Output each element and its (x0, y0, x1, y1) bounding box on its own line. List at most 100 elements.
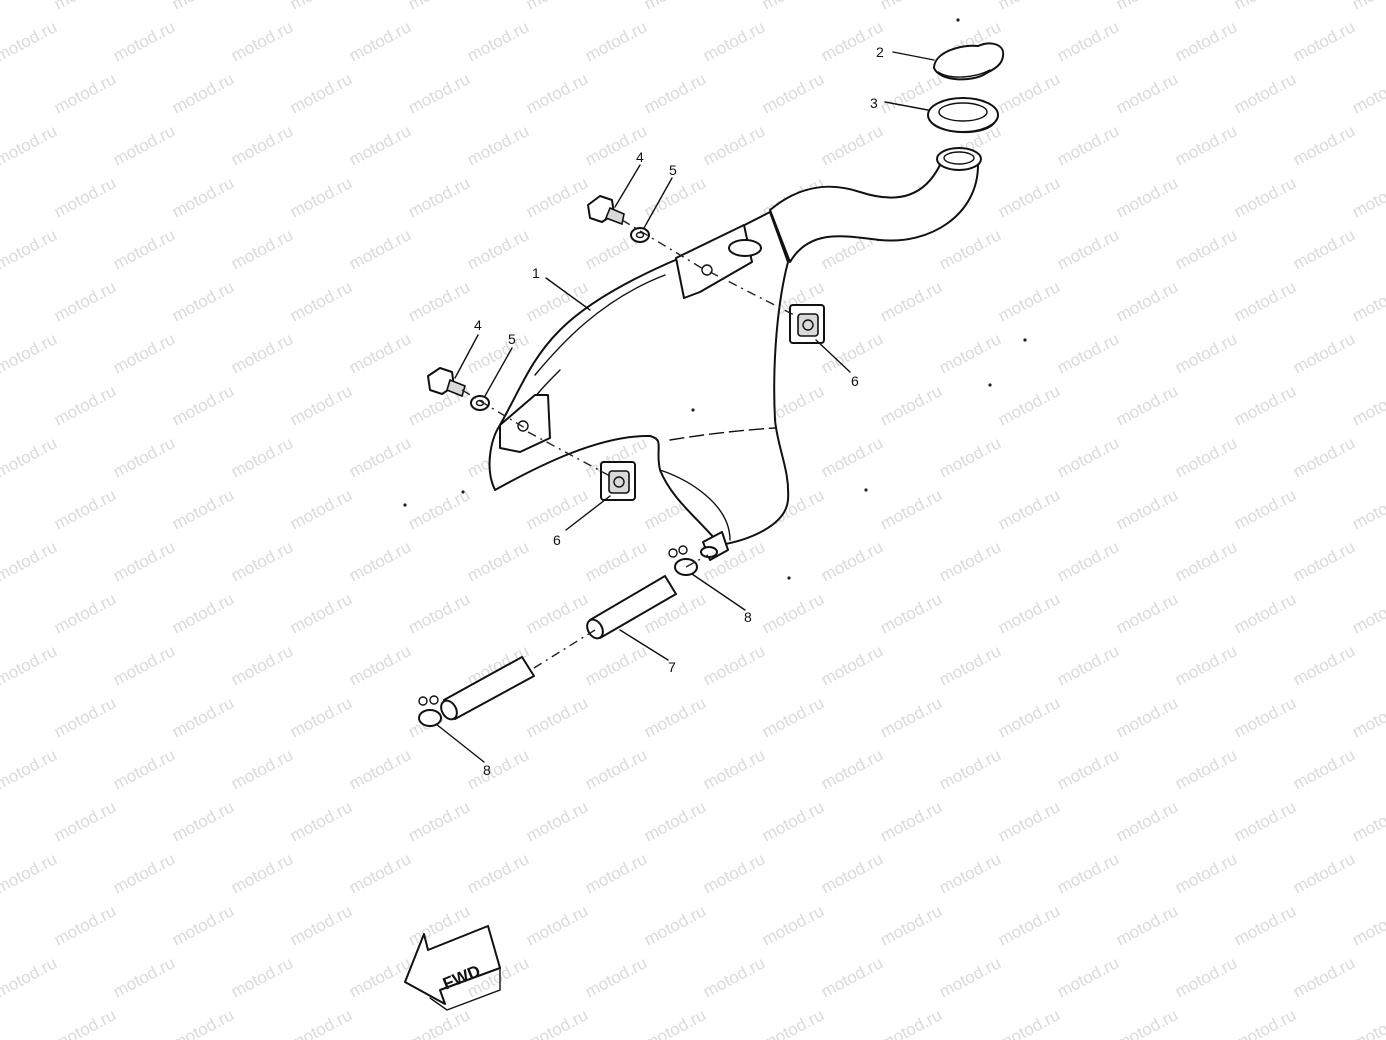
watermark-text: motod.ru (582, 745, 650, 793)
watermark-text: motod.ru (1054, 641, 1122, 689)
watermark-text: motod.ru (228, 225, 296, 273)
watermark-text: motod.ru (0, 1005, 1, 1040)
watermark-text: motod.ru (0, 173, 1, 221)
watermark-text: motod.ru (877, 797, 945, 845)
watermark-text: motod.ru (228, 329, 296, 377)
watermark-text: motod.ru (0, 329, 60, 377)
watermark-text: motod.ru (1054, 225, 1122, 273)
watermark-text: motod.ru (228, 537, 296, 585)
watermark-text: motod.ru (1054, 433, 1122, 481)
watermark-text: motod.ru (51, 589, 119, 637)
watermark-text: motod.ru (0, 485, 1, 533)
watermark-text: motod.ru (51, 1005, 119, 1040)
watermark-text: motod.ru (1172, 537, 1240, 585)
watermark-text: motod.ru (1349, 485, 1386, 533)
watermark-text: motod.ru (405, 0, 473, 14)
watermark-text: motod.ru (0, 225, 60, 273)
watermark-text: motod.ru (169, 0, 237, 14)
watermark-text: motod.ru (1290, 849, 1358, 897)
watermark-text: motod.ru (1113, 0, 1181, 14)
callout-2: 2 (876, 44, 884, 60)
watermark-text: motod.ru (759, 69, 827, 117)
watermark-text: motod.ru (228, 641, 296, 689)
watermark-text: motod.ru (877, 485, 945, 533)
watermark-text: motod.ru (936, 537, 1004, 585)
watermark-text: motod.ru (51, 901, 119, 949)
forward-arrow: FWD (404, 925, 501, 1011)
watermark-text: motod.ru (169, 901, 237, 949)
watermark-text: motod.ru (1349, 69, 1386, 117)
watermark-text: motod.ru (1349, 901, 1386, 949)
watermark-text: motod.ru (700, 17, 768, 65)
watermark-text: motod.ru (995, 1005, 1063, 1040)
watermark-text: motod.ru (169, 69, 237, 117)
watermark-text: motod.ru (405, 589, 473, 637)
reference-dots (403, 18, 1027, 580)
hose-upper (586, 575, 677, 640)
watermark-text: motod.ru (759, 0, 827, 14)
watermark-text: motod.ru (936, 953, 1004, 1001)
watermark-text: motod.ru (1172, 849, 1240, 897)
watermark-text: motod.ru (936, 849, 1004, 897)
watermark-text: motod.ru (346, 745, 414, 793)
callout-6-upper: 6 (851, 373, 859, 389)
watermark-text: motod.ru (1113, 381, 1181, 429)
watermark-text: motod.ru (110, 641, 178, 689)
watermark-text: motod.ru (464, 849, 532, 897)
watermark-text: motod.ru (818, 953, 886, 1001)
watermark-text: motod.ru (1054, 953, 1122, 1001)
watermark-text: motod.ru (346, 433, 414, 481)
watermark-text: motod.ru (523, 589, 591, 637)
watermark-text: motod.ru (582, 849, 650, 897)
callout-8-upper: 8 (744, 609, 752, 625)
watermark-text: motod.ru (877, 901, 945, 949)
watermark-text: motod.ru (169, 589, 237, 637)
watermark-text: motod.ru (523, 173, 591, 221)
watermark-text: motod.ru (700, 641, 768, 689)
watermark-text: motod.ru (169, 485, 237, 533)
watermark-text: motod.ru (169, 381, 237, 429)
watermark-text: motod.ru (1349, 797, 1386, 845)
watermark-text: motod.ru (1290, 121, 1358, 169)
watermark-text: motod.ru (936, 641, 1004, 689)
watermark-text: motod.ru (464, 745, 532, 793)
watermark-text: motod.ru (346, 17, 414, 65)
watermark-text: motod.ru (877, 381, 945, 429)
watermark-text: motod.ru (877, 589, 945, 637)
watermark-text: motod.ru (1349, 173, 1386, 221)
watermark-text: motod.ru (995, 0, 1063, 14)
watermark-text: motod.ru (877, 1005, 945, 1040)
watermark-text: motod.ru (523, 485, 591, 533)
watermark-text: motod.ru (169, 173, 237, 221)
watermark-text: motod.ru (346, 121, 414, 169)
watermark-text: motod.ru (995, 381, 1063, 429)
watermark-text: motod.ru (818, 849, 886, 897)
watermark-text: motod.ru (1172, 17, 1240, 65)
watermark-text: motod.ru (0, 17, 60, 65)
watermark-text: motod.ru (169, 693, 237, 741)
watermark-text: motod.ru (346, 537, 414, 585)
watermark-text: motod.ru (1231, 173, 1299, 221)
watermark-text: motod.ru (228, 17, 296, 65)
callout-5-upper: 5 (669, 162, 677, 178)
watermark-text: motod.ru (1290, 17, 1358, 65)
callout-4-lower: 4 (474, 317, 482, 333)
watermark-text: motod.ru (405, 1005, 473, 1040)
watermark-text: motod.ru (1231, 797, 1299, 845)
watermark-text: motod.ru (464, 537, 532, 585)
clip-nut-upper (789, 304, 825, 344)
watermark-text: motod.ru (641, 797, 709, 845)
watermark-text: motod.ru (700, 953, 768, 1001)
watermark-text: motod.ru (1290, 433, 1358, 481)
watermark-text: motod.ru (51, 69, 119, 117)
watermark-text: motod.ru (1349, 381, 1386, 429)
watermark-text: motod.ru (0, 381, 1, 429)
watermark-text: motod.ru (1290, 329, 1358, 377)
watermark-text: motod.ru (818, 433, 886, 481)
watermark-text: motod.ru (700, 121, 768, 169)
watermark-text: motod.ru (464, 17, 532, 65)
watermark-text: motod.ru (51, 693, 119, 741)
callout-6-lower: 6 (553, 532, 561, 548)
callout-7: 7 (668, 659, 676, 675)
